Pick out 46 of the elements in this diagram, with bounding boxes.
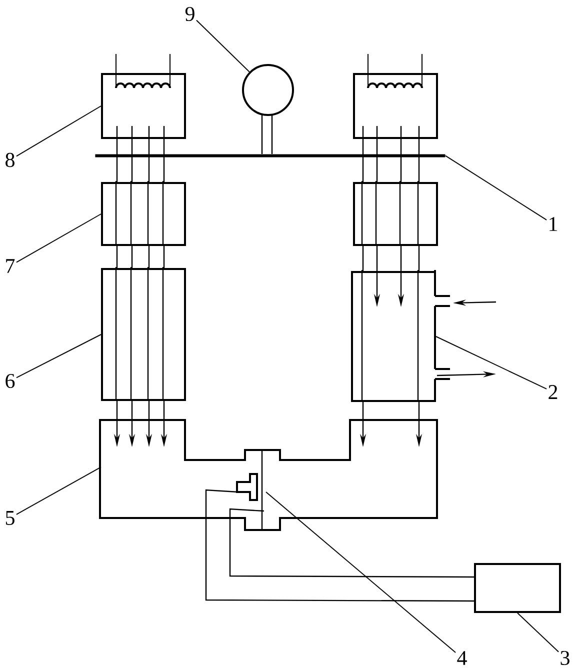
reference-cell xyxy=(101,267,186,401)
leader-line xyxy=(16,106,102,157)
radiation-ray xyxy=(163,126,165,182)
radiation-ray xyxy=(362,126,364,182)
filter-cell xyxy=(101,181,186,246)
motor-circle xyxy=(242,64,294,116)
callout-number: 9 xyxy=(185,6,194,22)
radiation-ray xyxy=(148,246,150,268)
radiation-ray xyxy=(131,126,133,182)
detector-chamber xyxy=(99,419,438,531)
radiation-ray xyxy=(418,126,420,182)
leader-line xyxy=(196,20,250,72)
capacitor-plate xyxy=(236,473,258,501)
sample-cell xyxy=(351,269,451,402)
leader-line xyxy=(517,612,560,652)
leader-line xyxy=(444,155,548,220)
wire xyxy=(205,489,474,602)
light-source xyxy=(353,54,438,139)
radiation-ray xyxy=(131,246,133,268)
radiation-ray xyxy=(148,126,150,182)
leader-line xyxy=(436,336,548,390)
amplifier-box xyxy=(474,563,561,613)
radiation-ray xyxy=(400,126,402,182)
leader-line xyxy=(16,214,102,263)
radiation-ray xyxy=(116,126,118,182)
leader-line xyxy=(16,466,102,515)
leader-line xyxy=(266,492,456,654)
radiation-ray xyxy=(418,246,420,271)
callout-number: 7 xyxy=(6,259,15,273)
light-source xyxy=(101,54,186,139)
radiation-ray xyxy=(116,246,118,268)
motor-shaft xyxy=(271,115,273,154)
callout-number: 2 xyxy=(548,385,558,399)
callout-number: 8 xyxy=(6,152,14,168)
callout-number: 6 xyxy=(6,374,15,388)
callout-number: 1 xyxy=(550,217,557,231)
motor-shaft xyxy=(261,115,263,154)
radiation-ray xyxy=(362,246,364,271)
filter-cell xyxy=(353,181,438,246)
radiation-ray xyxy=(376,126,378,182)
wire xyxy=(229,508,474,578)
radiation-ray xyxy=(163,246,165,268)
callout-number: 5 xyxy=(6,511,14,525)
leader-line xyxy=(16,334,102,378)
callout-number: 3 xyxy=(560,650,570,666)
callout-number: 4 xyxy=(457,651,467,665)
